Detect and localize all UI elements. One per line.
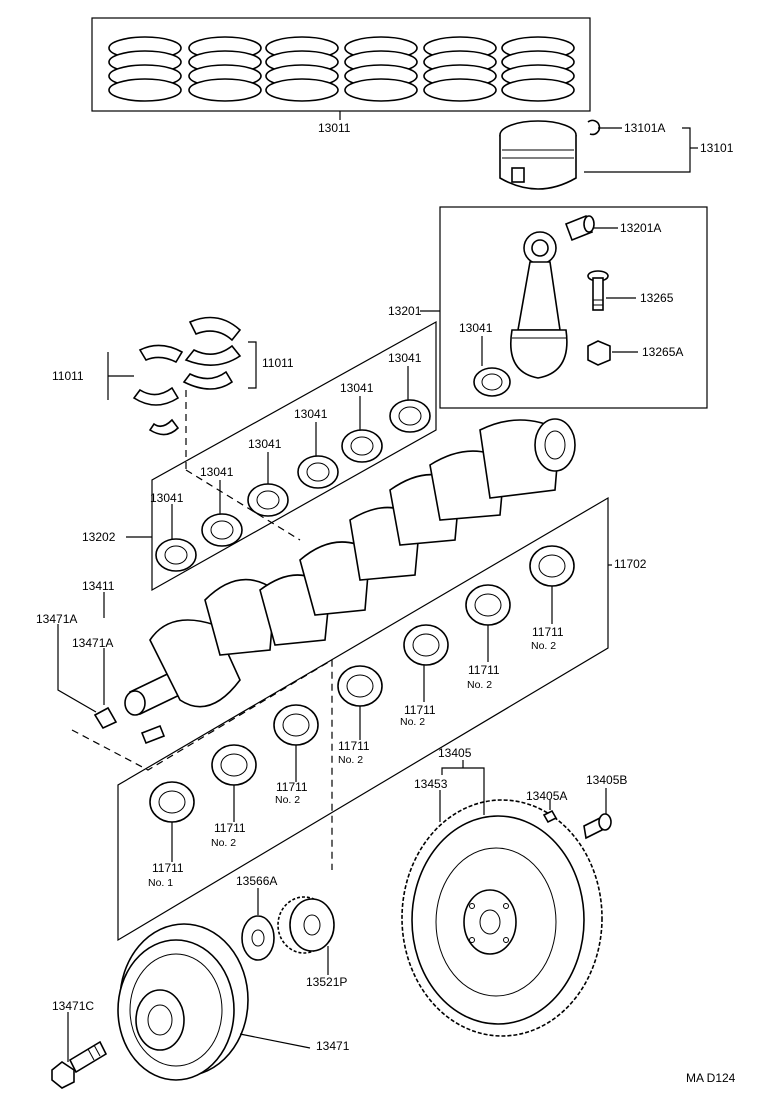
- label-13041-2: 13041: [340, 381, 374, 395]
- label-11711-b: 11711: [468, 663, 500, 677]
- crankshaft-dashed-guide: [71, 658, 333, 870]
- label-13471A-b: 13471A: [72, 636, 113, 650]
- thrust-washers-group: 11011 11011: [52, 316, 294, 436]
- flywheel-bolt: [583, 813, 612, 840]
- crankshaft: [124, 418, 576, 716]
- rod-bearing-set-bracket: [151, 320, 437, 592]
- pin-bushing: [564, 214, 595, 242]
- label-11711-f: 11711: [214, 821, 246, 835]
- pulley-bolt: [51, 1040, 108, 1089]
- label-11711-d-no: No. 2: [338, 754, 363, 766]
- label-11711-e: 11711: [276, 780, 308, 794]
- label-13101A: 13101A: [624, 121, 665, 135]
- label-11011-left: 11011: [52, 369, 84, 383]
- flywheel-group: 13405 13453 13405A 13405B: [401, 746, 627, 1037]
- rod-bearing-in-box: [473, 367, 511, 397]
- piston: [499, 120, 577, 190]
- label-13101: 13101: [700, 141, 734, 155]
- label-13405A: 13405A: [526, 789, 567, 803]
- label-13265: 13265: [640, 291, 674, 305]
- label-13471A-a: 13471A: [36, 612, 77, 626]
- label-13041-6: 13041: [150, 491, 184, 505]
- label-11711-g-no: No. 1: [148, 877, 173, 889]
- label-13011: 13011: [318, 121, 351, 135]
- label-11711-d: 11711: [338, 739, 370, 753]
- label-11711-c-no: No. 2: [400, 716, 425, 728]
- label-13405B: 13405B: [586, 773, 627, 787]
- label-13041-3: 13041: [294, 407, 328, 421]
- crank-washer: [241, 915, 275, 961]
- label-13201: 13201: [388, 304, 422, 318]
- label-13405: 13405: [438, 746, 472, 760]
- timing-pulley: [277, 896, 335, 954]
- piston-ring-set-box: [91, 17, 591, 112]
- label-11711-b-no: No. 2: [467, 679, 492, 691]
- label-13521P: 13521P: [306, 975, 347, 989]
- front-pulley-group: 13566A 13521P 13471 13471C: [51, 874, 350, 1089]
- label-13265A: 13265A: [642, 345, 683, 359]
- label-11711-a: 11711: [532, 625, 564, 639]
- piston-rings: [108, 36, 575, 102]
- label-13202: 13202: [82, 530, 116, 544]
- connecting-rod-group: 13201A 13265 13265A 13041 13201: [388, 206, 708, 409]
- thrust-washer-lower: [132, 344, 184, 436]
- rod-nut: [587, 340, 611, 366]
- thrust-washer-upper: [182, 316, 242, 390]
- piston-ring-set-group: 13011: [91, 17, 591, 135]
- rod-bearings: [155, 399, 431, 572]
- label-13471: 13471: [316, 1039, 350, 1053]
- label-11711-f-no: No. 2: [211, 837, 236, 849]
- label-11711-c: 11711: [404, 703, 436, 717]
- connecting-rod: [510, 231, 568, 379]
- label-11702: 11702: [614, 557, 647, 571]
- piston-group: 13101A 13101: [499, 119, 734, 190]
- label-13566A: 13566A: [236, 874, 277, 888]
- label-13453: 13453: [414, 777, 448, 791]
- figure-id: MA D124: [686, 1071, 736, 1085]
- label-11711-g: 11711: [152, 861, 184, 875]
- label-13411: 13411: [82, 579, 115, 593]
- label-11711-e-no: No. 2: [275, 794, 300, 806]
- flywheel: [401, 799, 603, 1037]
- label-13041-4: 13041: [248, 437, 282, 451]
- snap-ring-13101A: [587, 119, 601, 136]
- crank-keys: [93, 706, 166, 745]
- label-13471C: 13471C: [52, 999, 94, 1013]
- crank-pulley: [117, 923, 249, 1081]
- label-13201A: 13201A: [620, 221, 661, 235]
- label-13041-box: 13041: [459, 321, 493, 335]
- main-bearing-set-bracket: [117, 496, 609, 942]
- flywheel-pin: [542, 809, 558, 824]
- rod-bearing-set-group: 13041 13041 13041 13041 13041 13041 1320…: [82, 320, 437, 592]
- label-13041-5: 13041: [200, 465, 234, 479]
- connecting-rod-box: [439, 206, 708, 409]
- main-bearing-set-group: 11702 11711 No. 2 11711 No. 2 11711 No. …: [117, 496, 647, 942]
- label-11011-right: 11011: [262, 356, 294, 370]
- label-11711-a-no: No. 2: [531, 640, 556, 652]
- label-13041-1: 13041: [388, 351, 422, 365]
- rod-bolt: [587, 270, 609, 311]
